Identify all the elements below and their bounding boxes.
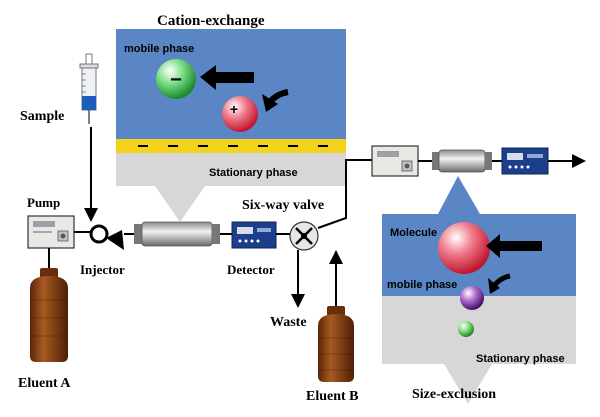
pump-unit — [27, 215, 75, 249]
waste-label: Waste — [270, 315, 307, 330]
cation-ball — [222, 96, 258, 132]
six-way-valve[interactable] — [289, 221, 319, 251]
cation-exchange-title: Cation-exchange — [157, 13, 265, 29]
detector-unit — [231, 221, 277, 249]
medium-arrow-head — [488, 278, 500, 294]
molecule-arrow-shaft — [498, 241, 542, 251]
sample-label: Sample — [20, 109, 64, 124]
waste-arrow-head — [291, 294, 305, 308]
medium-molecule-ball — [460, 286, 484, 310]
sample-syringe — [79, 53, 99, 124]
size-exclusion-stationary-region — [382, 296, 576, 404]
valve-to-pump2-line — [317, 159, 372, 229]
stationary-phase-label-right: Stationary phase — [476, 353, 565, 365]
size-exclusion-title: Size-exclusion — [412, 387, 496, 402]
cation-arrow-head — [262, 94, 278, 112]
size-exclusion-panel: Molecule mobile phase Stationary phase — [382, 176, 576, 404]
column-2 — [432, 149, 492, 173]
molecule-label: Molecule — [390, 227, 437, 239]
mobile-phase-label-top: mobile phase — [124, 43, 194, 55]
detector-unit-2 — [501, 147, 549, 175]
flow-arrow-shaft — [216, 72, 254, 83]
eluent-a-label: Eluent A — [18, 376, 71, 391]
stationary-phase-label-top: Stationary phase — [209, 167, 298, 179]
six-way-valve-label: Six-way valve — [242, 198, 324, 213]
mobile-phase-label-right: mobile phase — [387, 279, 457, 291]
small-molecule-ball — [458, 321, 474, 337]
cation-symbol: + — [230, 101, 238, 117]
detector-label: Detector — [227, 262, 275, 277]
panel-pointer — [160, 186, 200, 219]
cation-exchange-panel: − + mobile phase Stationary phase — [116, 29, 346, 222]
anion-symbol: − — [170, 69, 182, 91]
sample-arrow-head — [84, 208, 98, 222]
flow-arrow-head — [200, 65, 216, 90]
eluent-b-label: Eluent B — [306, 389, 359, 404]
anion-ball — [156, 59, 196, 99]
molecule-arrow-head — [486, 234, 500, 258]
eluent-b-bottle — [318, 306, 354, 382]
pump-label: Pump — [27, 195, 60, 210]
outlet-arrow-head — [572, 154, 586, 168]
large-molecule-ball — [438, 222, 490, 274]
pump-unit-2 — [371, 145, 419, 177]
eluent-a-bottle — [30, 268, 68, 362]
injector[interactable] — [89, 224, 124, 250]
injector-label: Injector — [80, 262, 125, 277]
eluent-b-arrow-head — [329, 250, 343, 264]
column — [134, 221, 220, 247]
